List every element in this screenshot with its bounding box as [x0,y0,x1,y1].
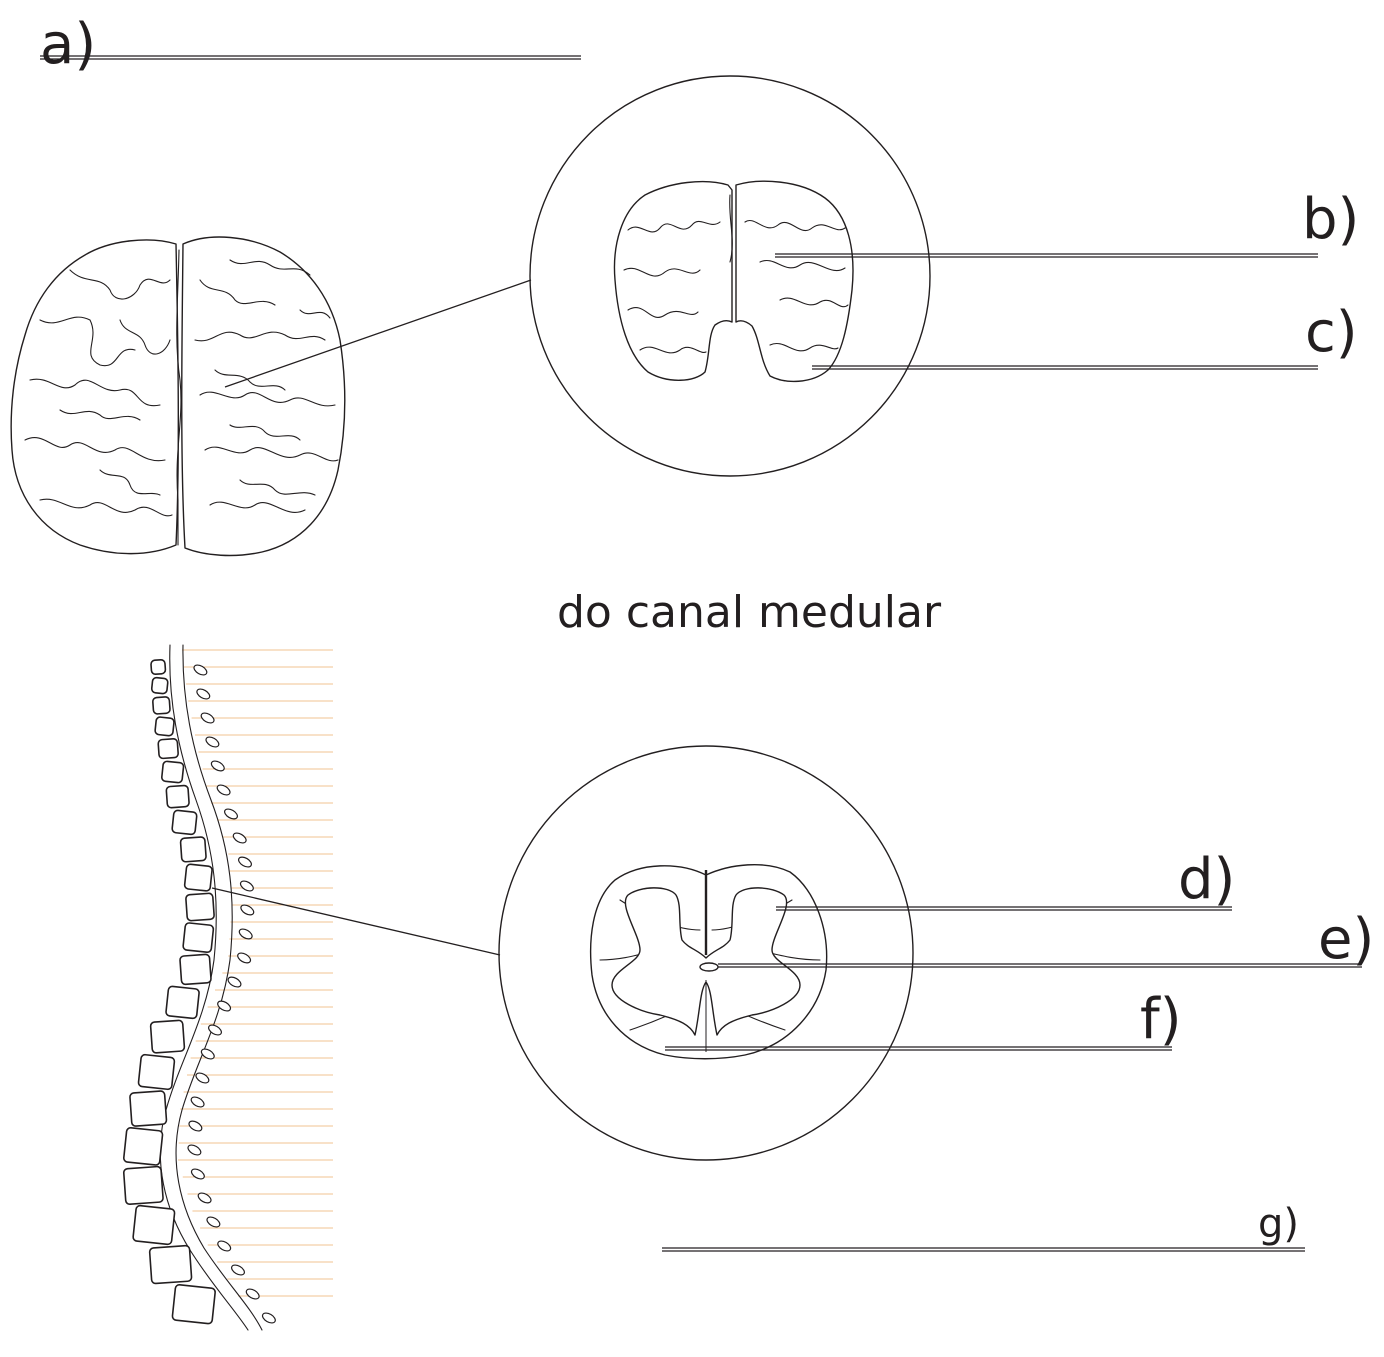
central-canal [700,963,718,971]
vertebral-body [151,660,166,675]
spinous-process [200,711,216,725]
vertebral-body [183,923,214,953]
spinous-process [194,1071,210,1085]
spinous-process [186,1143,202,1157]
spinous-process [192,663,208,677]
vertebral-body [166,986,200,1019]
vertebral-body [130,1091,167,1127]
spinous-process [216,1239,232,1253]
vertebral-body [150,1020,184,1053]
spinous-process [187,1119,203,1133]
vertebral-body [172,810,197,835]
answer-line-c[interactable] [812,366,1318,369]
spinous-process [210,759,226,773]
vertebral-body [186,893,215,921]
answer-line-b[interactable] [775,254,1318,257]
spinous-process [205,1215,221,1229]
coronal-right-half [736,181,853,381]
spinous-process [207,1023,223,1037]
spinous-process [236,951,252,965]
brain-left-hemisphere [11,240,178,554]
caption-text: do canal medular [557,587,942,638]
spinous-process [237,855,253,869]
vertebral-body [149,1245,191,1283]
vertebral-body [153,697,171,715]
vertebral-body [180,954,212,984]
label-e: e) [1318,907,1374,972]
spinous-process [226,975,242,989]
answer-line-g[interactable] [662,1248,1305,1251]
vertebral-body [158,739,178,759]
spinous-process [197,1191,213,1205]
vertebral-body [184,864,212,891]
spinous-process [223,807,239,821]
label-c: c) [1305,300,1358,365]
label-b: b) [1302,187,1359,252]
vertebral-body [124,1166,164,1204]
spinous-process [261,1311,277,1325]
vertebral-body [151,677,168,694]
spinous-process [232,831,248,845]
spinous-process [239,879,255,893]
vertebral-body [155,717,175,736]
coronal-left-half [614,182,732,381]
spinous-process [204,735,220,749]
vertebral-body [138,1054,175,1089]
spinous-process [190,1095,206,1109]
vertebral-body [180,837,206,862]
label-d: d) [1178,847,1235,912]
vertebral-body [123,1127,162,1165]
spinous-process [216,783,232,797]
spinal-cord-cross-section [591,865,827,1059]
spinous-process [230,1263,246,1277]
label-a: a) [40,12,96,77]
vertebral-bodies [123,660,215,1324]
spinous-process [190,1167,206,1181]
vertebral-body [133,1205,175,1244]
spinous-process [200,1047,216,1061]
spinous-processes [186,663,277,1325]
spinous-process [245,1287,261,1301]
vertebral-body [166,785,189,808]
answer-line-d[interactable] [776,907,1232,910]
label-g: g) [1258,1201,1299,1247]
vertebral-body [161,761,183,783]
spinal-column [123,645,333,1330]
answer-line-a[interactable] [40,56,581,59]
brain-top-view [11,237,345,555]
vertebral-body [172,1284,216,1324]
brain-coronal-section [614,181,853,381]
spinous-process [195,687,211,701]
label-f: f) [1140,987,1182,1052]
